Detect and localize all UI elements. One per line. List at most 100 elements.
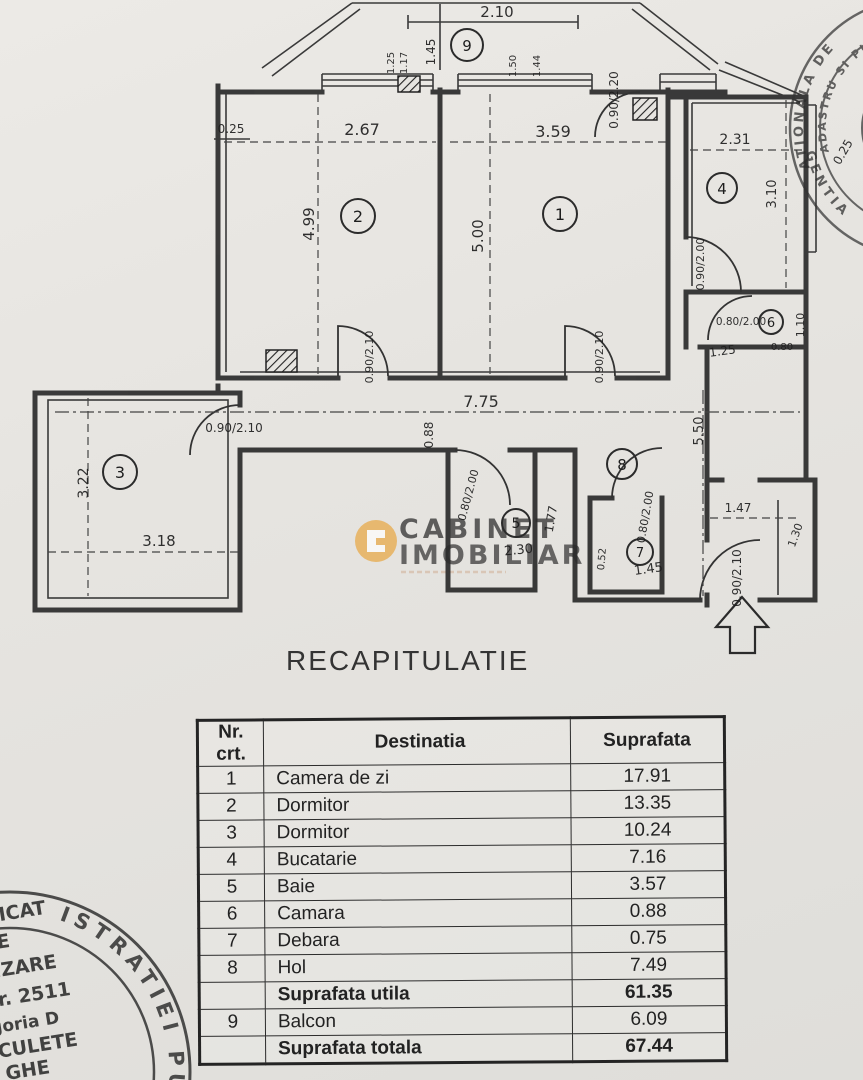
watermark-line2: IMOBILIAR xyxy=(399,540,585,571)
dim-door-kitchen: 0.90/2.00 xyxy=(694,238,707,291)
dim-room3-height: 3.22 xyxy=(76,467,92,498)
door-kitchen xyxy=(685,236,742,293)
cell-sup: 10.24 xyxy=(570,816,726,845)
cell-sup: 0.75 xyxy=(571,924,726,953)
room-number-3: 3 xyxy=(115,463,125,482)
room-numbers xyxy=(102,28,784,566)
walls xyxy=(32,83,818,613)
stamp-line-autorizare: RIZARE xyxy=(0,951,58,985)
cell-nr xyxy=(199,1035,266,1065)
cell-nr: 3 xyxy=(198,819,265,848)
dim-window-left-b: 1.17 xyxy=(399,52,410,74)
room-number-labels: 1 2 3 4 5 6 7 8 9 xyxy=(115,37,775,561)
table-header-row: Nr. crt. Destinatia Suprafata xyxy=(197,716,725,767)
stamp-line-certificat: IFICAT xyxy=(0,897,47,929)
room-number-6: 6 xyxy=(767,316,775,331)
dim-room1-width: 3.59 xyxy=(535,122,571,141)
table-row: 4 Bucatarie 7.16 xyxy=(198,843,726,875)
cell-nr: 5 xyxy=(198,873,265,902)
dim-camara-width: 0.80 xyxy=(771,342,793,353)
dashed-dimension-lines xyxy=(48,94,804,596)
cell-dest: Baie xyxy=(264,871,572,901)
cell-nr: 8 xyxy=(198,954,266,983)
cell-dest: Debara xyxy=(264,925,572,955)
dim-room2-width: 2.67 xyxy=(344,120,380,139)
cell-dest: Bucatarie xyxy=(264,844,572,874)
dim-hall-length: 7.75 xyxy=(463,392,499,411)
header-sup: Suprafata xyxy=(570,716,725,764)
table-row: 9 Balcon 6.09 xyxy=(199,1005,727,1037)
cell-dest: Dormitor xyxy=(263,790,571,820)
room-number-2: 2 xyxy=(353,207,363,226)
cell-sup: 6.09 xyxy=(572,1005,727,1034)
cell-nr xyxy=(199,981,266,1010)
cell-nr: 6 xyxy=(198,900,265,929)
window-room1 xyxy=(457,73,593,92)
room-number-4: 4 xyxy=(717,180,727,198)
cell-nr: 4 xyxy=(198,846,265,875)
dimension-labels: 2.10 1.45 1.25 1.17 1.50 1.44 0.90/2.20 … xyxy=(76,3,856,607)
cell-nr: 1 xyxy=(197,765,264,794)
cell-nr: 7 xyxy=(198,927,265,956)
dim-window-mid-a: 1.50 xyxy=(508,55,519,77)
cell-sup: 7.16 xyxy=(571,843,726,872)
dim-room3-width: 3.18 xyxy=(142,532,175,550)
door-entrance xyxy=(699,539,761,601)
stamp-line-de: DE xyxy=(0,930,11,956)
room-number-9: 9 xyxy=(462,37,472,55)
balcony-left-slant xyxy=(261,2,361,77)
building-diagonal xyxy=(718,61,807,103)
dim-room2-height: 4.99 xyxy=(300,207,318,240)
dim-wall-right-handwritten: 0.25 xyxy=(830,137,855,167)
dim-baie-width: 2.30 xyxy=(503,542,533,560)
table-row: 7 Debara 0.75 xyxy=(198,924,726,956)
cell-sup: 61.35 xyxy=(572,978,727,1007)
dim-hall-width: 0.88 xyxy=(422,422,436,449)
dim-balcony-width: 2.10 xyxy=(480,3,513,21)
dim-camara-height: 1.10 xyxy=(794,313,807,338)
cell-dest: Hol xyxy=(264,952,573,982)
cell-nr: 2 xyxy=(197,792,265,821)
dim-door-camara: 0.80/2.00 xyxy=(716,316,766,328)
table-row-suprafata-utila: Suprafata utila 61.35 xyxy=(199,978,727,1010)
dim-door-entrance: 0.90/2.10 xyxy=(730,549,744,606)
cell-sup: 17.91 xyxy=(570,762,725,791)
table-row-suprafata-totala: Suprafata totala 67.44 xyxy=(199,1032,727,1065)
door-balcony xyxy=(594,91,641,138)
stamp-line-nr: Nr. 2511 xyxy=(0,978,72,1014)
room-number-5: 5 xyxy=(512,516,521,532)
table-row: 2 Dormitor 13.35 xyxy=(197,789,725,821)
cell-dest: Camara xyxy=(264,898,572,928)
stamp-line-name2: GHE xyxy=(4,1056,51,1080)
door-debara xyxy=(611,447,663,499)
dim-door-room3: 0.90/2.10 xyxy=(205,421,262,435)
dim-window-left-a: 1.25 xyxy=(386,52,397,74)
header-nr: Nr. crt. xyxy=(197,719,264,767)
room-number-8: 8 xyxy=(617,456,627,474)
table-row: 8 Hol 7.49 xyxy=(198,951,727,983)
dim-door-balcony: 0.90/2.20 xyxy=(607,71,621,128)
dim-door-debara: 0.80/2.00 xyxy=(635,490,657,544)
cell-sup: 0.88 xyxy=(571,897,726,926)
stamp-cadastru: ATIONALA DE ADASTRU SI PU GENTIA xyxy=(788,9,863,247)
window-top-right xyxy=(659,73,717,92)
hatched-wall-segments xyxy=(265,75,658,373)
dim-window-mid-b: 1.44 xyxy=(532,55,543,77)
dim-hall-vertical: 5.50 xyxy=(692,417,707,446)
dim-debara-side: 0.52 xyxy=(596,548,609,571)
dim-room1-height: 5.00 xyxy=(469,219,487,252)
thin-lines xyxy=(47,2,817,599)
dim-corridor-camara: 1.25 xyxy=(708,342,736,360)
dim-door-room1: 0.90/2.10 xyxy=(593,331,606,384)
table-row: 3 Dormitor 10.24 xyxy=(198,816,726,848)
cell-dest: Suprafata totala xyxy=(265,1033,573,1064)
balcony-right-slant xyxy=(631,2,719,71)
table-row: 5 Baie 3.57 xyxy=(198,870,726,902)
cell-sup: 7.49 xyxy=(571,951,727,980)
dim-wall-left: 0.25 xyxy=(218,122,245,136)
recap-title: RECAPITULATIE xyxy=(286,645,530,676)
cell-sup: 3.57 xyxy=(571,870,726,899)
dim-vestibule-width: 1.47 xyxy=(725,501,752,515)
